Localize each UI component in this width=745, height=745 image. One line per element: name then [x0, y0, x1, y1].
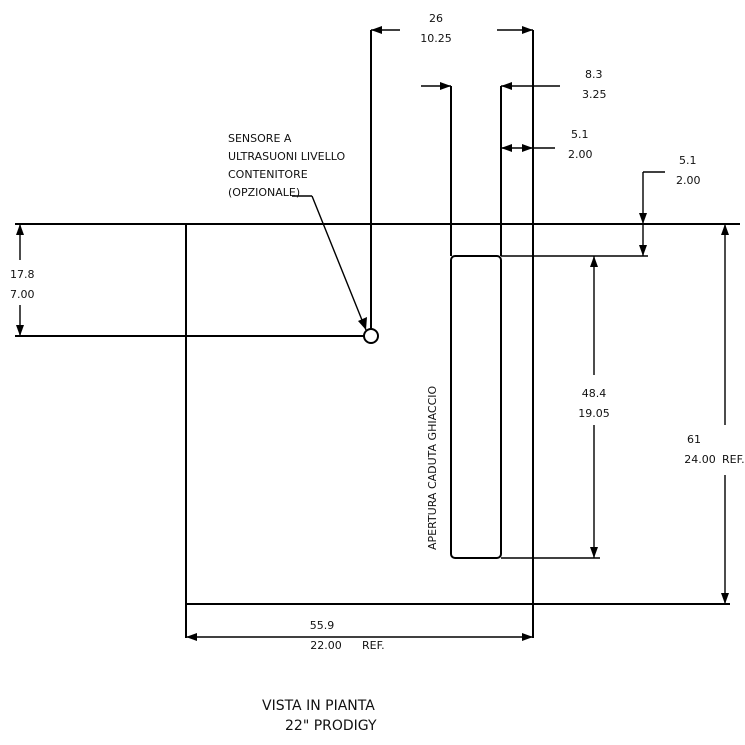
svg-text:5.1: 5.1	[571, 128, 589, 141]
dim-overall-depth: 61 24.00 REF.	[684, 224, 745, 604]
svg-text:2.00: 2.00	[676, 174, 701, 187]
dim-overall-width: 55.9 22.00 REF.	[186, 619, 533, 652]
opening-label: APERTURA CADUTA GHIACCIO	[426, 385, 439, 550]
svg-text:REF.: REF.	[722, 453, 745, 466]
dim-slot-offset: 8.3 3.25	[421, 68, 607, 256]
unit-outline	[15, 30, 740, 638]
sensor-label: SENSORE A ULTRASUONI LIVELLO CONTENITORE…	[228, 132, 345, 199]
svg-text:CONTENITORE: CONTENITORE	[228, 168, 308, 181]
drawing-caption: VISTA IN PIANTA 22" PRODIGY	[262, 698, 377, 734]
svg-text:55.9: 55.9	[310, 619, 335, 632]
dim-right-offset: 5.1 2.00	[501, 154, 701, 257]
dim-left-height: 17.8 7.00	[10, 224, 364, 337]
svg-text:7.00: 7.00	[10, 288, 35, 301]
svg-text:10.25: 10.25	[420, 32, 452, 45]
svg-text:VISTA IN PIANTA: VISTA IN PIANTA	[262, 698, 375, 714]
ultrasonic-sensor-icon	[363, 328, 379, 344]
svg-text:61: 61	[687, 433, 701, 446]
svg-text:24.00: 24.00	[684, 453, 716, 466]
svg-text:22" PRODIGY: 22" PRODIGY	[285, 718, 377, 734]
svg-text:REF.: REF.	[362, 639, 385, 652]
svg-text:SENSORE A: SENSORE A	[228, 132, 292, 145]
dim-slot-gap: 5.1 2.00	[501, 128, 593, 161]
svg-text:8.3: 8.3	[585, 68, 603, 81]
svg-text:2.00: 2.00	[568, 148, 593, 161]
svg-text:17.8: 17.8	[10, 268, 35, 281]
ice-drop-opening	[450, 255, 502, 559]
svg-text:22.00: 22.00	[310, 639, 342, 652]
svg-text:3.25: 3.25	[582, 88, 607, 101]
dim-top-width: 26 10.25	[370, 12, 533, 330]
svg-text:48.4: 48.4	[582, 387, 607, 400]
svg-text:19.05: 19.05	[578, 407, 610, 420]
svg-text:(OPZIONALE): (OPZIONALE)	[228, 186, 300, 199]
sensor-callout	[292, 195, 367, 331]
svg-text:26: 26	[429, 12, 443, 25]
svg-text:ULTRASUONI LIVELLO: ULTRASUONI LIVELLO	[228, 150, 345, 163]
svg-text:5.1: 5.1	[679, 154, 697, 167]
dim-opening-length: 48.4 19.05	[501, 256, 610, 559]
